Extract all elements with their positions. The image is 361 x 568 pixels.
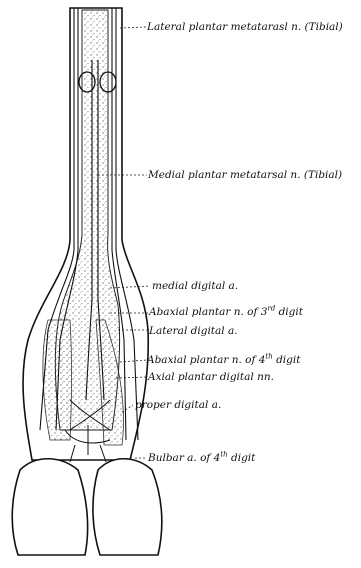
- abaxial-3rd-suffix: digit: [275, 306, 303, 318]
- label-medial-digital-a: medial digital a.: [152, 280, 238, 292]
- right-hoof: [93, 459, 162, 555]
- label-medial-plantar-metatarsal-n: Medial plantar metatarsal n. (Tibial): [148, 169, 342, 181]
- label-abaxial-plantar-n-4th: Abaxial plantar n. of 4th digit: [147, 354, 300, 366]
- abaxial-4th-suffix: digit: [273, 354, 301, 366]
- label-proper-digital-a: proper digital a.: [135, 399, 221, 411]
- bulbar-sup: th: [220, 451, 227, 459]
- label-abaxial-plantar-n-3rd: Abaxial plantar n. of 3rd digit: [149, 306, 303, 318]
- abaxial-4th-sup: th: [265, 353, 272, 361]
- abaxial-3rd-text: Abaxial plantar n. of 3: [149, 306, 267, 318]
- label-axial-plantar-digital-nn: Axial plantar digital nn.: [148, 371, 274, 383]
- bulbar-text: Bulbar a. of 4: [148, 452, 220, 464]
- abaxial-4th-text: Abaxial plantar n. of 4: [147, 354, 265, 366]
- label-lateral-plantar-metatarsal-n: Lateral plantar metatarasl n. (Tibial): [147, 21, 343, 33]
- label-lateral-digital-a: Lateral digital a.: [149, 325, 238, 337]
- label-bulbar-a-4th: Bulbar a. of 4th digit: [148, 452, 255, 464]
- bulbar-suffix: digit: [228, 452, 256, 464]
- left-hoof: [12, 459, 87, 555]
